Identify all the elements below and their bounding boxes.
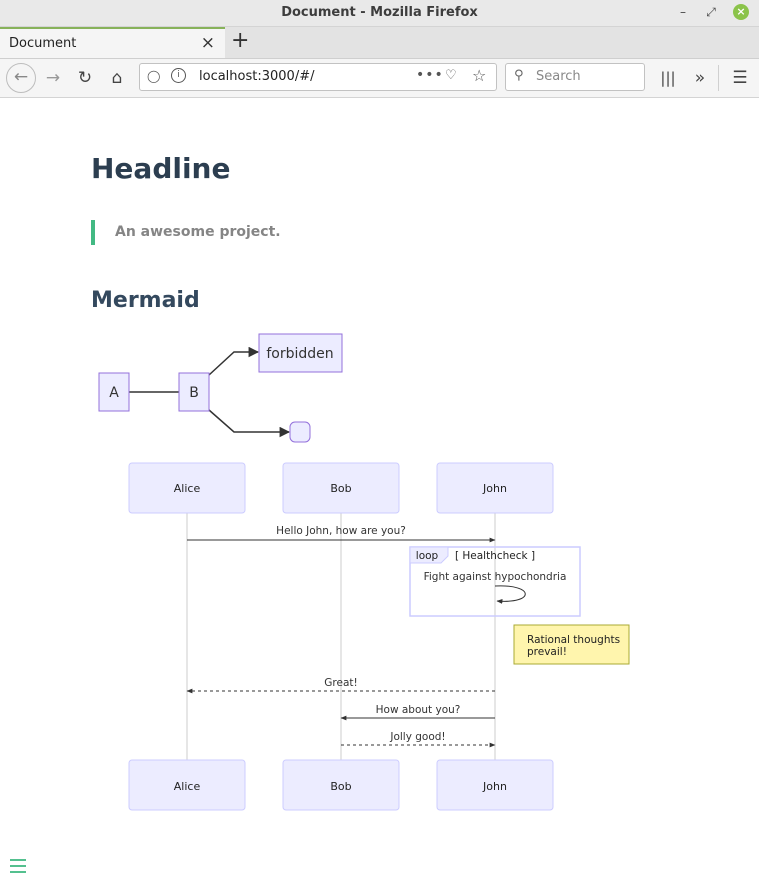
note-line-1: Rational thoughts xyxy=(527,634,620,646)
address-bar[interactable]: ◯ i localhost:3000/#/ ••• ♡ ☆ xyxy=(139,63,497,91)
edge-b-empty xyxy=(208,409,291,438)
loop-label: [ Healthcheck ] xyxy=(455,550,535,562)
search-placeholder: Search xyxy=(536,69,581,84)
info-icon[interactable]: i xyxy=(171,68,186,83)
note-line-2: prevail! xyxy=(527,646,567,658)
node-empty xyxy=(289,421,311,443)
window-titlebar: Document - Mozilla Firefox – ⤢ × xyxy=(0,0,759,27)
loop-keyword: loop xyxy=(416,550,439,562)
library-icon[interactable]: ||| xyxy=(660,69,676,87)
actor-alice-top-label: Alice xyxy=(174,482,201,495)
page-headline: Headline xyxy=(91,152,231,185)
node-forbidden-label: forbidden xyxy=(266,346,333,362)
close-window-icon[interactable]: × xyxy=(733,4,749,20)
message-how-about-label: How about you? xyxy=(376,704,461,716)
page-actions-icon[interactable]: ••• xyxy=(416,67,444,83)
tab-document[interactable]: Document × xyxy=(0,27,225,58)
actor-alice-top: Alice xyxy=(128,462,246,514)
node-b: B xyxy=(178,372,210,412)
blockquote-text: An awesome project. xyxy=(115,224,281,240)
search-input[interactable]: ⚲ Search xyxy=(505,63,645,91)
actor-john-top-label: John xyxy=(482,482,507,495)
home-icon[interactable]: ⌂ xyxy=(111,68,123,88)
tab-strip: Document × + xyxy=(0,27,759,59)
sidebar-toggle-icon[interactable] xyxy=(9,857,27,875)
self-message-arrow xyxy=(494,585,526,604)
hamburger-menu-icon[interactable]: ☰ xyxy=(732,68,748,88)
tab-title: Document xyxy=(9,36,77,51)
new-tab-icon[interactable]: + xyxy=(231,28,250,53)
blockquote: An awesome project. xyxy=(91,220,281,245)
mermaid-flowchart: A B forbidden xyxy=(98,333,343,443)
minimize-icon[interactable]: – xyxy=(680,5,686,19)
actor-bob-top: Bob xyxy=(282,462,400,514)
url-text[interactable]: localhost:3000/#/ xyxy=(199,69,315,84)
pocket-icon[interactable]: ♡ xyxy=(445,68,457,83)
message-hello-label: Hello John, how are you? xyxy=(276,525,406,537)
close-tab-icon[interactable]: × xyxy=(200,33,215,53)
section-title-mermaid: Mermaid xyxy=(91,288,200,313)
reload-icon[interactable]: ↻ xyxy=(77,68,93,88)
node-a: A xyxy=(98,372,130,412)
shield-icon[interactable]: ◯ xyxy=(147,69,161,83)
message-hypochondria-label: Fight against hypochondria xyxy=(424,571,567,583)
note-box: Rational thoughts prevail! xyxy=(513,624,630,665)
overflow-chevron-icon[interactable]: » xyxy=(694,68,706,88)
actor-john-top: John xyxy=(436,462,554,514)
edge-b-forbidden xyxy=(208,346,260,376)
maximize-icon[interactable]: ⤢ xyxy=(706,5,716,19)
node-a-label: A xyxy=(109,385,119,401)
actor-bob-top-label: Bob xyxy=(330,482,351,495)
forward-arrow-icon[interactable]: → xyxy=(45,68,61,88)
node-b-label: B xyxy=(189,385,199,401)
message-jolly-label: Jolly good! xyxy=(389,731,445,743)
actor-bob-bottom-label: Bob xyxy=(330,780,351,793)
node-forbidden: forbidden xyxy=(258,333,343,373)
window-title: Document - Mozilla Firefox xyxy=(281,5,478,20)
toolbar-divider xyxy=(718,65,719,91)
search-icon: ⚲ xyxy=(514,68,524,83)
back-arrow-icon[interactable]: ← xyxy=(6,63,36,93)
actor-john-bottom: John xyxy=(436,759,554,811)
actor-john-bottom-label: John xyxy=(482,780,507,793)
bookmark-star-icon[interactable]: ☆ xyxy=(472,66,487,85)
navigation-toolbar: ← → ↻ ⌂ ◯ i localhost:3000/#/ ••• ♡ ☆ ⚲ … xyxy=(0,59,759,98)
mermaid-sequence-diagram: Alice Bob John Hello John, how are you? … xyxy=(128,462,630,811)
actor-alice-bottom: Alice xyxy=(128,759,246,811)
actor-bob-bottom: Bob xyxy=(282,759,400,811)
message-great-label: Great! xyxy=(324,677,357,689)
actor-alice-bottom-label: Alice xyxy=(174,780,201,793)
loop-box: loop [ Healthcheck ] xyxy=(409,546,581,617)
